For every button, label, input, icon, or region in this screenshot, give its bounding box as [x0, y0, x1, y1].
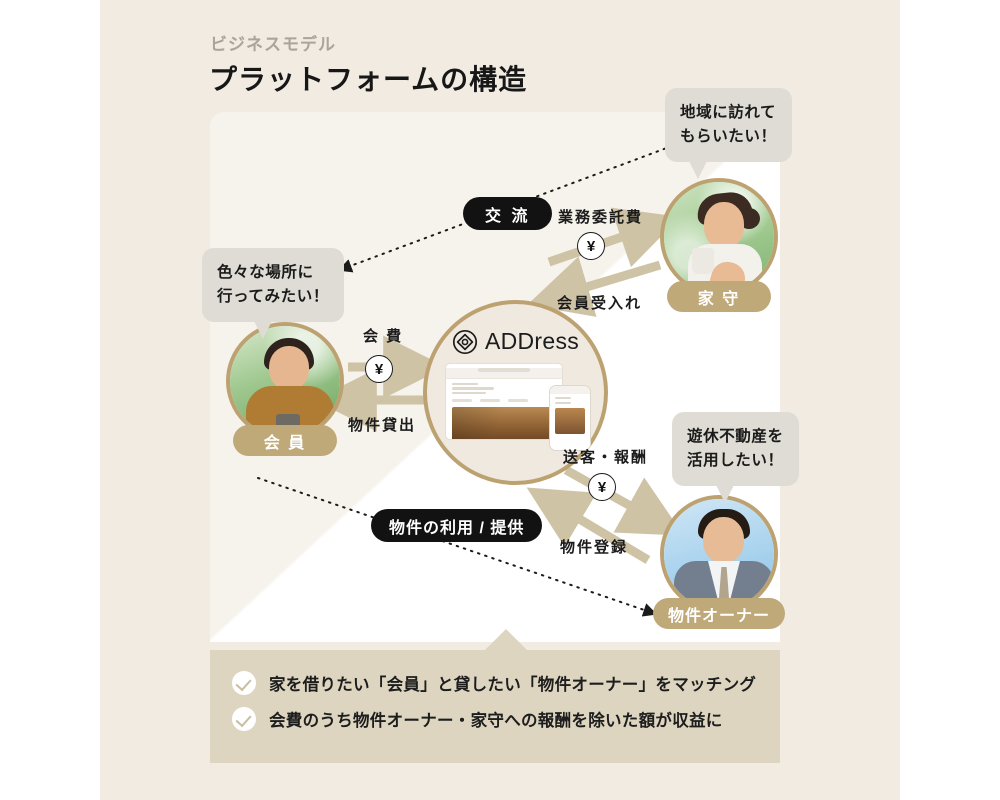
member-photo	[230, 326, 340, 436]
summary-item: 会費のうち物件オーナー・家守への報酬を除いた額が収益に	[232, 707, 723, 731]
yen-badge-soukyaku: ¥	[588, 473, 616, 501]
page-title: プラットフォームの構造	[209, 64, 528, 95]
bubble-owner-line1: 遊休不動産を	[687, 428, 784, 445]
yen-badge-gyomu: ¥	[577, 232, 605, 260]
check-circle-icon	[232, 671, 256, 695]
actor-member: 会 員	[226, 322, 344, 456]
check-circle-icon	[232, 707, 256, 731]
product-screenshot-mockup	[441, 363, 591, 451]
summary-box	[210, 650, 780, 763]
label-bukken-touroku: 物件登録	[560, 539, 629, 556]
summary-item-text: 会費のうち物件オーナー・家守への報酬を除いた額が収益に	[269, 712, 723, 730]
bubble-yamori-line1: 地域に訪れて	[680, 104, 777, 121]
nametag-yamori: 家 守	[667, 281, 771, 312]
phone-mockup	[548, 385, 591, 451]
owner-photo	[664, 499, 774, 609]
pill-kouryu: 交 流	[463, 197, 553, 230]
label-kaihi: 会 費	[363, 328, 404, 345]
address-logo: ADDress	[452, 328, 579, 355]
avatar	[660, 178, 778, 296]
actor-yamori: 家 守	[660, 178, 778, 312]
label-soukyaku-houshu: 送客・報酬	[563, 449, 649, 466]
bubble-yamori: 地域に訪れて もらいたい！	[665, 88, 792, 180]
summary-item-text: 家を借りたい「会員」と貸したい「物件オーナー」をマッチング	[269, 676, 757, 694]
laptop-heading	[446, 379, 562, 394]
avatar	[226, 322, 344, 440]
addresshexagon-logo-icon	[452, 329, 477, 354]
bubble-yamori-line2: もらいたい！	[680, 128, 777, 146]
bubble-owner-line2: 活用したい！	[687, 452, 784, 470]
address-hub: ADDress	[423, 300, 608, 485]
laptop-mockup	[444, 363, 563, 440]
summary-notch	[484, 629, 528, 651]
phone-photo	[554, 408, 585, 434]
laptop-browser-bar	[445, 367, 562, 379]
bubble-member: 色々な場所に 行ってみたい！	[202, 248, 344, 340]
laptop-photo	[451, 406, 556, 439]
label-kaiin-ukeire: 会員受入れ	[557, 295, 643, 312]
kicker-label: ビジネスモデル	[210, 35, 336, 54]
nametag-member: 会 員	[233, 425, 337, 456]
yamori-photo	[664, 182, 774, 292]
label-gyomu-itakuhi: 業務委託費	[558, 209, 644, 226]
pill-bukken-use: 物件の利用 / 提供	[371, 509, 543, 542]
label-bukken-kashidashi: 物件貸出	[348, 417, 417, 434]
bubble-owner: 遊休不動産を 活用したい！	[672, 412, 799, 504]
laptop-tabs	[446, 396, 562, 405]
bubble-member-line2: 行ってみたい！	[217, 288, 329, 306]
avatar	[660, 495, 778, 613]
bubble-member-line1: 色々な場所に	[217, 264, 314, 281]
actor-owner: 物件オーナー	[653, 495, 785, 629]
address-logo-text: ADDress	[484, 328, 580, 354]
yen-badge-kaihi: ¥	[365, 355, 393, 383]
summary-item: 家を借りたい「会員」と貸したい「物件オーナー」をマッチング	[232, 671, 756, 695]
nametag-owner: 物件オーナー	[653, 598, 785, 629]
phone-bar	[549, 386, 590, 394]
